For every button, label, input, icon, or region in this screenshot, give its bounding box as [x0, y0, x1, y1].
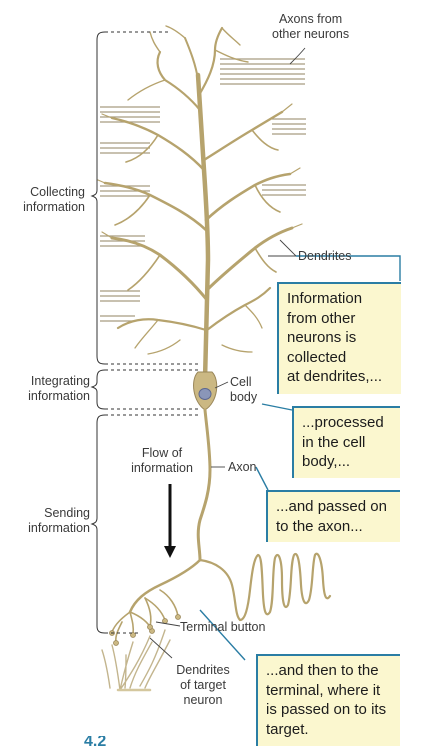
leader-lines [149, 47, 306, 659]
cell-body [193, 371, 218, 411]
terminal-buttons [109, 614, 181, 646]
stage-dividers [105, 31, 200, 634]
sending-information-label: Sending information [28, 506, 90, 535]
collecting-information-label: Collecting information [23, 185, 85, 214]
flow-arrow [164, 484, 176, 558]
stage-brackets [90, 31, 106, 634]
target-dendrites [101, 629, 171, 692]
callout-cell-body: ...processed in the cell body,... [292, 406, 400, 478]
callout-terminal: ...and then to the terminal, where it is… [256, 654, 400, 746]
callout-connectors [199, 255, 401, 661]
dendrites-label: Dendrites [298, 249, 352, 263]
axon-label: Axon [228, 460, 257, 474]
nucleus [198, 388, 212, 400]
axons-from-other-neurons-label: Axons from other neurons [272, 12, 350, 41]
callout-axon: ...and passed on to the axon... [266, 490, 400, 542]
terminal-branches [111, 589, 179, 643]
flow-of-information-label: Flow of information [131, 446, 193, 475]
dendrites-of-target-neuron-label: Dendrites of target neuron [176, 663, 230, 707]
figure-number: 4.2 [84, 736, 107, 748]
dendrite-tree [97, 25, 303, 383]
callout-dendrites: Information from other neurons is collec… [277, 282, 401, 394]
cell-body-label: Cell body [230, 375, 258, 404]
terminal-button-label: Terminal button [180, 620, 266, 634]
axon [128, 408, 332, 622]
integrating-information-label: Integrating information [28, 374, 90, 403]
